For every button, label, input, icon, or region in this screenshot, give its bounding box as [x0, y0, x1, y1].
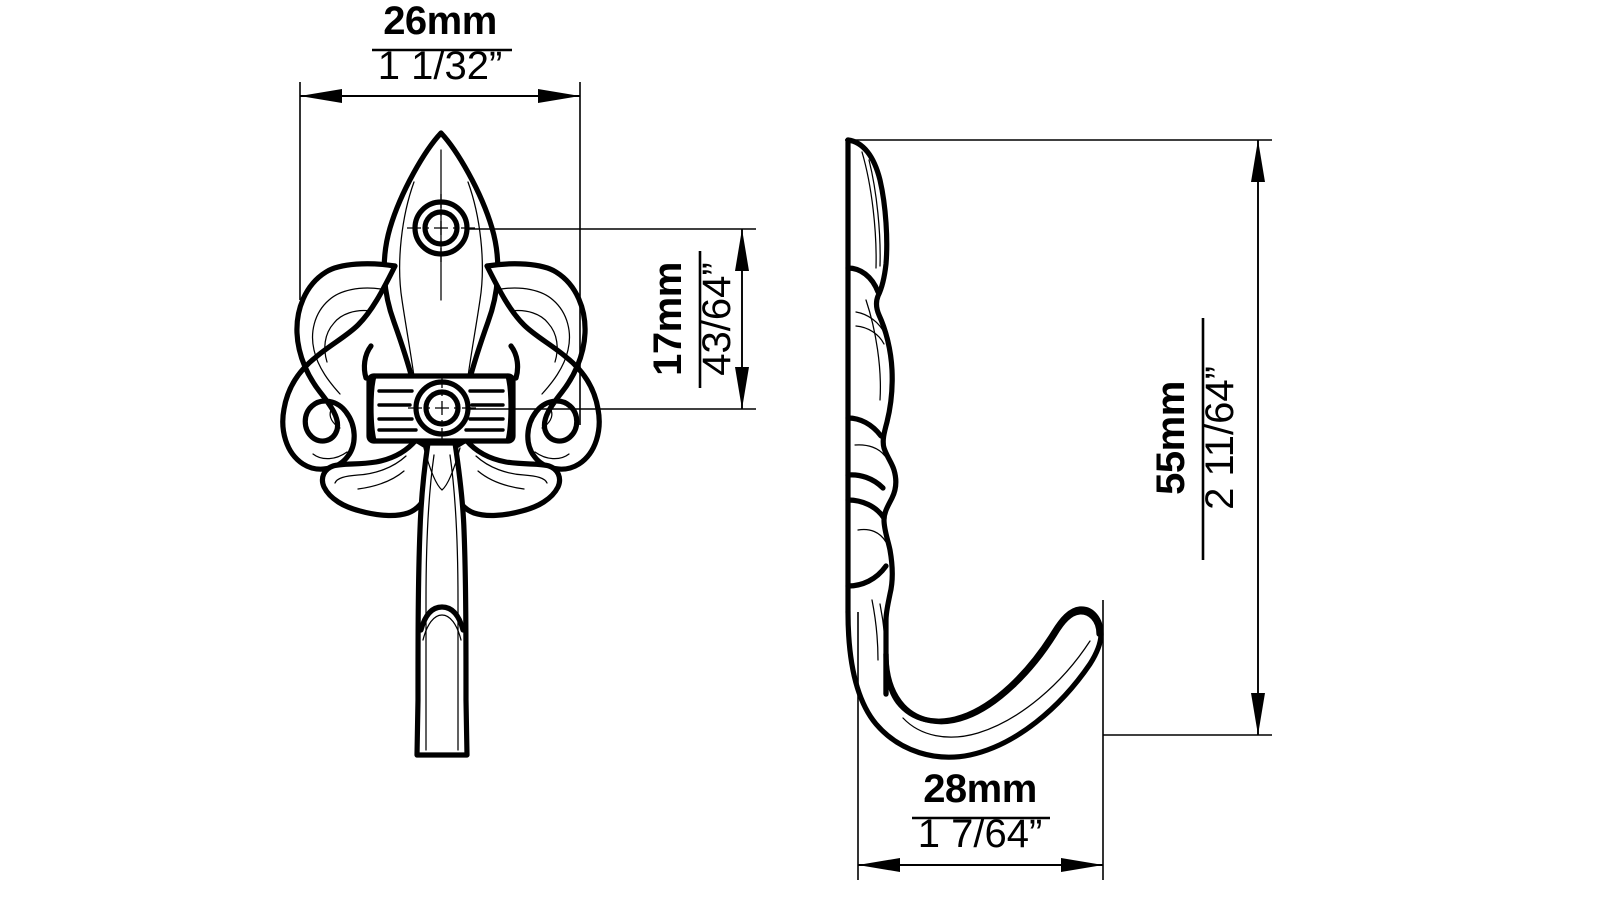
front-view-lower-petals [319, 437, 563, 519]
dim-28mm-imperial-text: 1 7/64” [918, 812, 1043, 856]
front-view-left-petal [280, 261, 398, 472]
dimension-width-26mm: 26mm 1 1/32” [299, 0, 581, 425]
dim-17mm-imperial-text: 43/64” [695, 262, 739, 375]
dimension-projection-28mm: 28mm 1 7/64” [857, 600, 1104, 880]
side-view [845, 137, 1104, 760]
dimension-height-55mm: 55mm 2 11/64” [845, 139, 1272, 736]
front-view [280, 130, 602, 758]
dim-26mm-metric-text: 26mm [383, 0, 497, 43]
dim-55mm-metric-text: 55mm [1149, 381, 1193, 495]
dim-26mm-imperial-text: 1 1/32” [378, 44, 503, 88]
front-view-shank [414, 440, 470, 758]
dim-28mm-metric-text: 28mm [923, 767, 1037, 811]
dim-17mm-metric-text: 17mm [646, 262, 690, 376]
front-view-upper-screw-hole [407, 194, 475, 262]
front-view-lower-screw-hole [408, 374, 476, 442]
front-view-right-petal [484, 261, 602, 472]
dimension-hole-spacing-17mm: 17mm 43/64” [466, 228, 756, 410]
dim-55mm-imperial-text: 2 11/64” [1198, 366, 1242, 510]
